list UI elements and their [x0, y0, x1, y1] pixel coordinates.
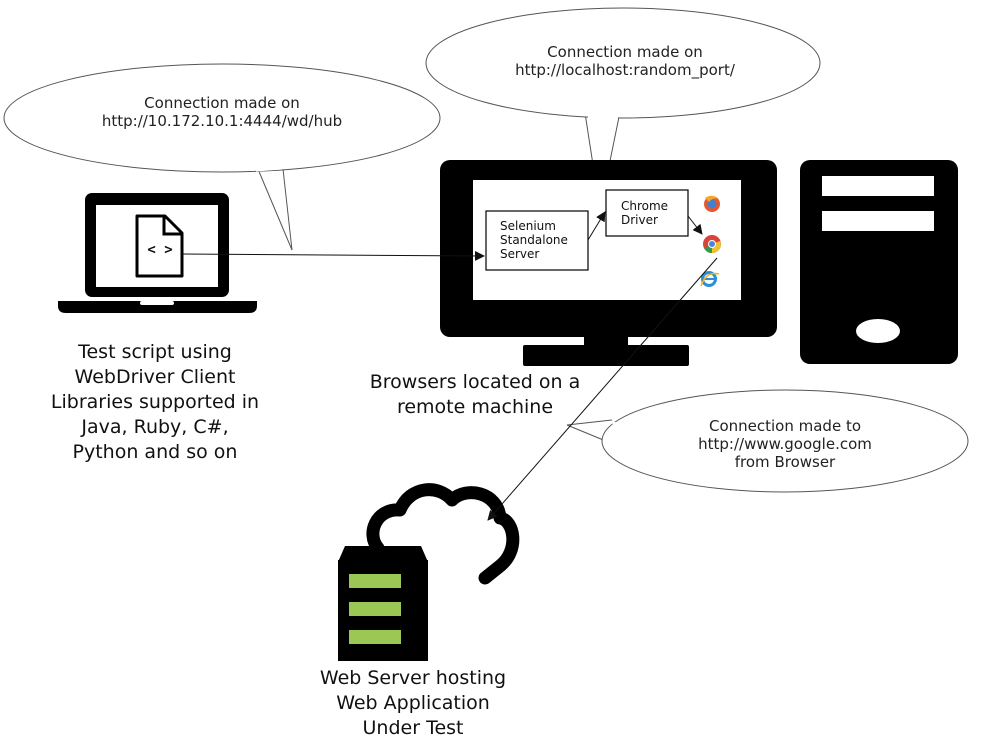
- connector-driver-to-chrome: [687, 215, 703, 235]
- bubble-google-line1: Connection made to: [708, 417, 862, 435]
- chrome-driver-line2: Driver: [621, 213, 658, 227]
- ie-icon: [700, 271, 720, 287]
- selenium-server-label: Selenium Standalone Server: [500, 219, 568, 261]
- bubble-google-line2: http://www.google.com: [698, 435, 872, 453]
- connector-server-to-driver: [587, 211, 606, 241]
- selenium-server-line2: Standalone: [500, 233, 568, 247]
- bubble-localhost-text: Connection made on http://localhost:rand…: [475, 43, 775, 79]
- remote-caption-line1: Browsers located on a: [369, 371, 581, 393]
- connector-client-to-server: [181, 250, 485, 261]
- client-caption-line3: Libraries supported in: [50, 391, 260, 413]
- tower-icon: [800, 160, 958, 364]
- webserver-caption-line1: Web Server hosting: [319, 667, 507, 689]
- webserver-caption-line2: Web Application: [336, 692, 490, 714]
- firefox-icon: [704, 195, 720, 212]
- remote-caption-line2: remote machine: [396, 396, 554, 418]
- bubble-localhost-line2: http://localhost:random_port/: [515, 61, 735, 79]
- selenium-server-box: [485, 210, 589, 271]
- client-caption-line1: Test script using: [78, 341, 232, 363]
- server-rack-icon: [338, 546, 428, 661]
- bubble-google-line3: from Browser: [734, 453, 836, 471]
- chrome-driver-box: [605, 189, 689, 237]
- client-caption-line5: Python and so on: [72, 441, 238, 463]
- bubble-google-text: Connection made to http://www.google.com…: [635, 417, 935, 471]
- bubble-google: [566, 389, 969, 493]
- connector-chrome-to-webserver: [487, 257, 718, 521]
- chrome-icon: [703, 235, 721, 253]
- bubble-hub-text: Connection made on http://10.172.10.1:44…: [72, 94, 372, 130]
- cloud-icon: [366, 483, 520, 585]
- client-caption-line2: WebDriver Client: [74, 366, 236, 388]
- bubble-localhost-line1: Connection made on: [547, 43, 703, 61]
- remote-caption: Browsers located on a remote machine: [340, 370, 610, 420]
- webserver-caption: Web Server hosting Web Application Under…: [278, 666, 548, 741]
- client-caption-line4: Java, Ruby, C#,: [81, 416, 229, 438]
- chrome-driver-label: Chrome Driver: [621, 199, 668, 227]
- bubble-hub: [3, 63, 441, 251]
- bubble-hub-line1: Connection made on: [144, 94, 300, 112]
- selenium-server-line3: Server: [500, 247, 540, 261]
- webserver-caption-line3: Under Test: [362, 717, 464, 739]
- chrome-driver-line1: Chrome: [621, 199, 669, 213]
- client-caption: Test script using WebDriver Client Libra…: [20, 340, 290, 465]
- script-symbol: < >: [147, 242, 173, 258]
- bubble-hub-line2: http://10.172.10.1:4444/wd/hub: [101, 112, 343, 130]
- selenium-server-line1: Selenium: [500, 219, 556, 233]
